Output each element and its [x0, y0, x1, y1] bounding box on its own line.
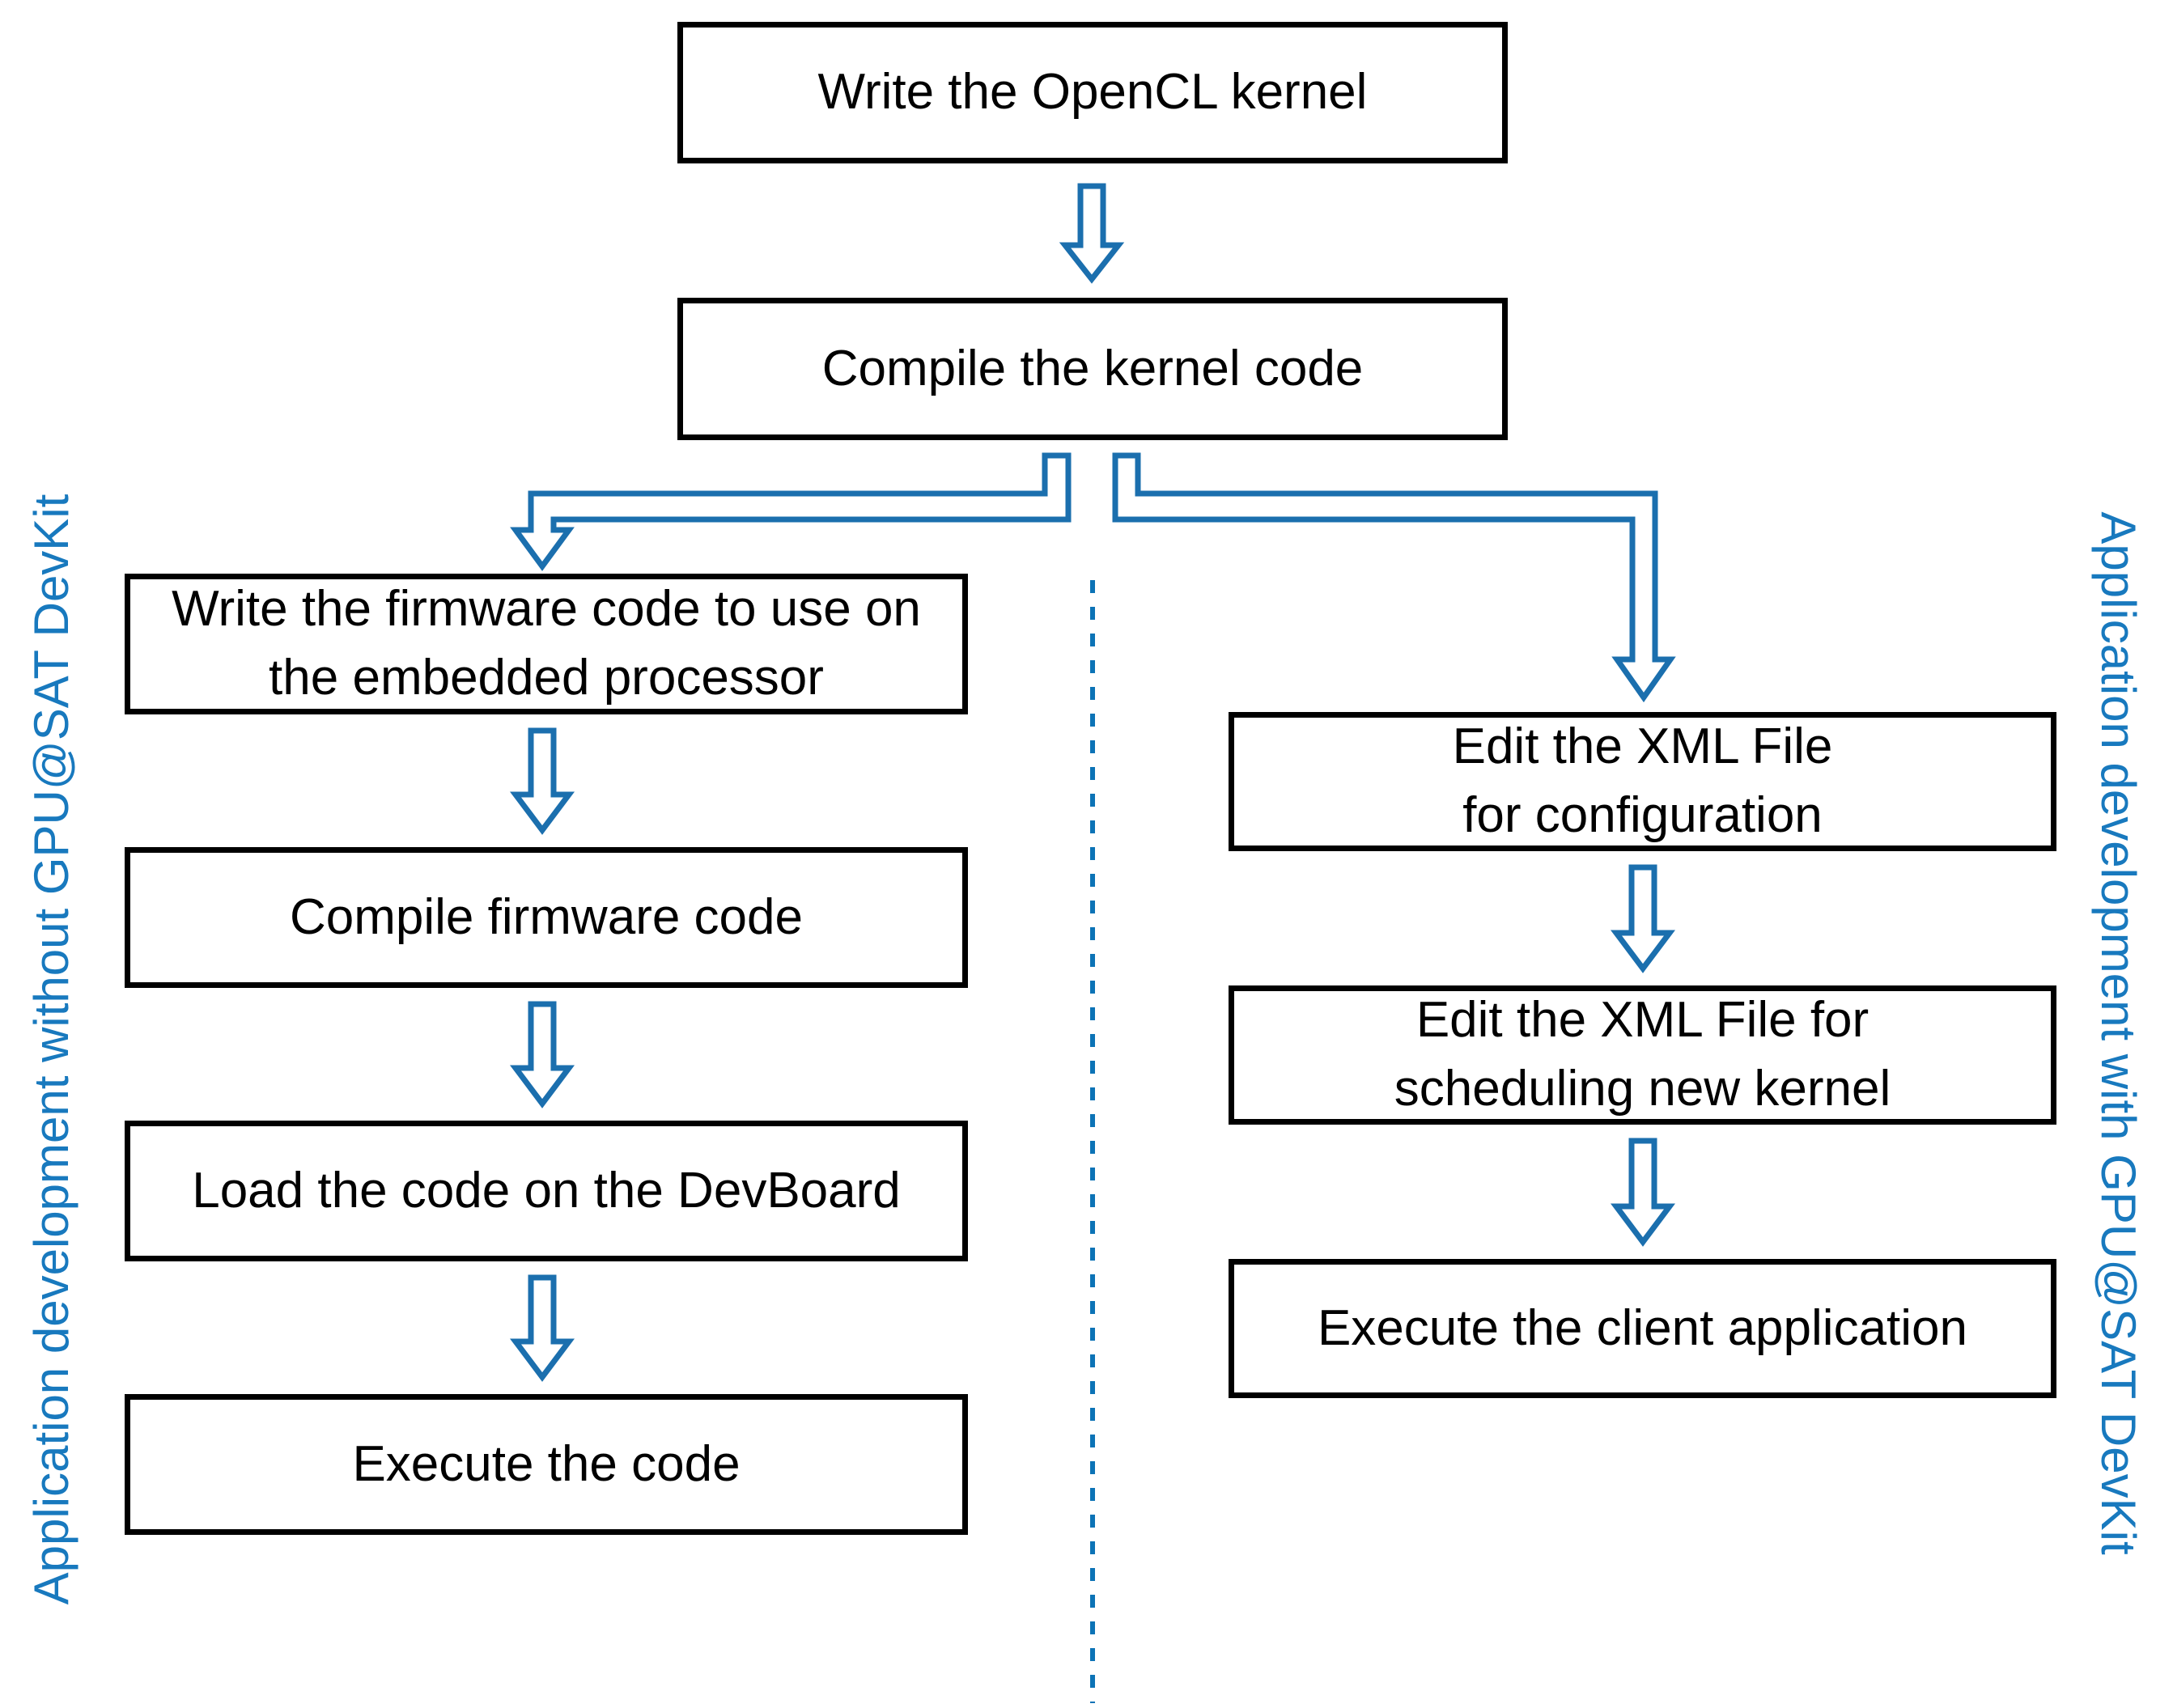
- node-load-code-devboard: Load the code on the DevBoard: [125, 1121, 968, 1261]
- lane-label-without-devkit: Application development without GPU@SAT …: [24, 494, 79, 1605]
- node-execute-the-code: Execute the code: [125, 1394, 968, 1535]
- arrow-write-to-compile: [1059, 183, 1125, 284]
- node-write-opencl-kernel: Write the OpenCL kernel: [677, 22, 1508, 163]
- node-compile-kernel-code: Compile the kernel code: [677, 298, 1508, 440]
- node-execute-client-application: Execute the client application: [1229, 1259, 2056, 1398]
- lane-label-with-devkit: Application development with GPU@SAT Dev…: [2091, 511, 2145, 1555]
- node-compile-firmware-code: Compile firmware code: [125, 847, 968, 988]
- node-edit-xml-configuration: Edit the XML File for configuration: [1229, 712, 2056, 851]
- branch-arrow-right: [1112, 452, 1676, 703]
- arrow-compile-firmware-to-load: [510, 1001, 575, 1108]
- arrow-load-to-execute-code: [510, 1274, 575, 1382]
- arrow-firmware-to-compile-firmware: [510, 727, 575, 835]
- arrow-xml-config-to-xml-schedule: [1611, 864, 1675, 973]
- node-edit-xml-scheduling: Edit the XML File for scheduling new ker…: [1229, 985, 2056, 1125]
- node-write-firmware-code: Write the firmware code to use on the em…: [125, 574, 968, 714]
- branch-arrow-left: [510, 452, 1072, 571]
- arrow-xml-schedule-to-execute-client: [1611, 1138, 1675, 1247]
